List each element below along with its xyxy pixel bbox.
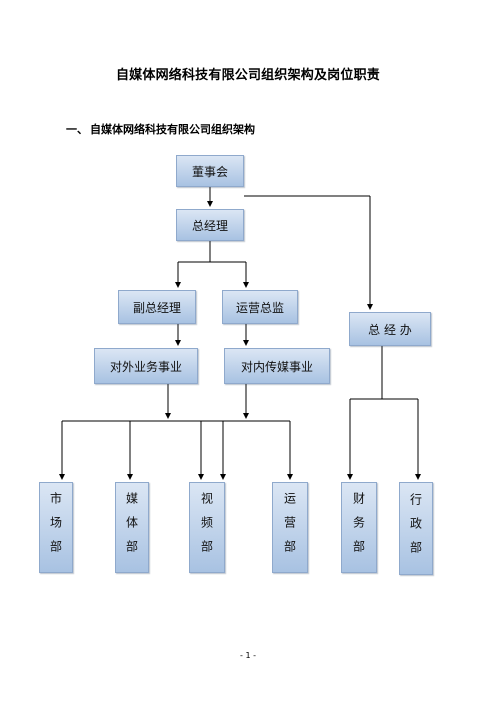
section-heading: 一、自媒体网络科技有限公司组织架构 [66,121,255,137]
external-business-box: 对外业务事业 [94,348,198,384]
department-operations: 运营部 [272,482,308,573]
department-media: 媒体部 [115,482,149,573]
section-heading-text: 自媒体网络科技有限公司组织架构 [90,123,255,136]
general-manager-box: 总经理 [176,209,244,241]
section-number: 一、 [66,123,88,136]
department-finance: 财务部 [341,482,377,573]
document-title: 自媒体网络科技有限公司组织架构及岗位职责 [115,68,380,83]
page-number: - 1 - [240,651,256,660]
internal-media-box: 对内传媒事业 [224,348,330,384]
board-box: 董事会 [176,155,244,187]
general-office-box: 总 经 办 [349,312,431,346]
department-market: 市场部 [39,482,73,573]
deputy-general-manager-box: 副总经理 [118,290,196,324]
department-video: 视频部 [189,482,225,573]
department-administration: 行政部 [399,482,433,575]
operations-director-box: 运营总监 [222,290,298,324]
